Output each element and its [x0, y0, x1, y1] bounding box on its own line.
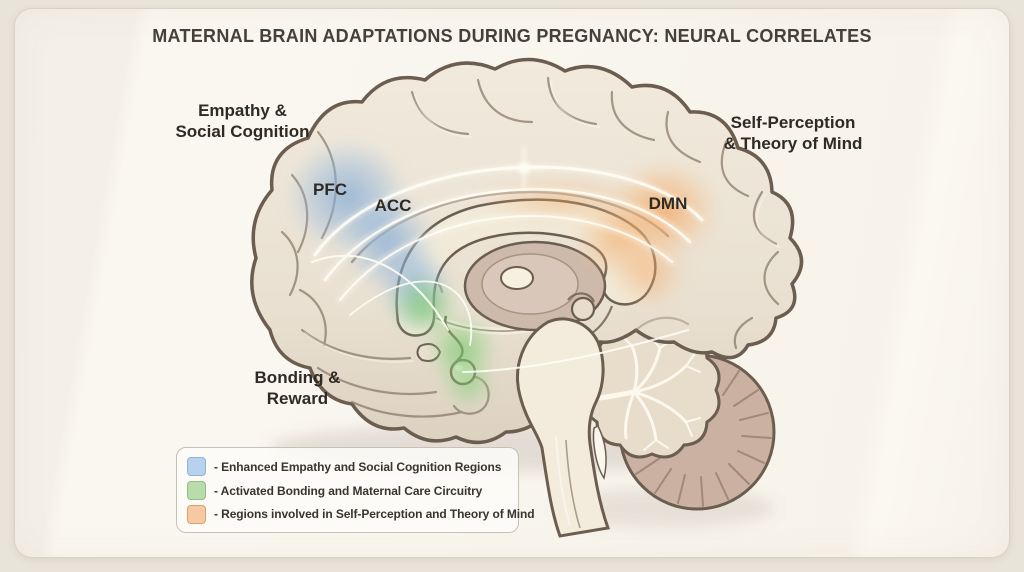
- legend-swatch-blue: [187, 457, 206, 477]
- arbor-vitae: [597, 335, 701, 451]
- legend-swatch-orange: [187, 504, 206, 524]
- legend-item-empathy: - Enhanced Empathy and Social Cognition …: [187, 455, 508, 479]
- label-pfc: PFC: [313, 180, 347, 199]
- legend-label: - Enhanced Empathy and Social Cognition …: [214, 459, 502, 474]
- interthalamic-adhesion: [500, 266, 534, 290]
- legend-swatch-green: [187, 481, 206, 500]
- label-acc: ACC: [374, 196, 412, 215]
- label-bonding-reward: Bonding & Reward: [254, 368, 341, 409]
- label-dmn: DMN: [648, 194, 688, 213]
- legend-label: - Activated Bonding and Maternal Care Ci…: [214, 483, 483, 498]
- label-empathy-social-cognition: Empathy & Social Cognition: [175, 101, 310, 142]
- thalamus: [463, 240, 607, 332]
- legend-item-self-perception: - Regions involved in Self-Perception an…: [187, 502, 535, 526]
- legend-label: - Regions involved in Self-Perception an…: [214, 507, 535, 522]
- legend-item-bonding: - Activated Bonding and Maternal Care Ci…: [187, 479, 508, 503]
- region-glow-dmn: [475, 158, 722, 312]
- diagram-title: MATERNAL BRAIN ADAPTATIONS DURING PREGNA…: [152, 26, 872, 46]
- legend-box: - Enhanced Empathy and Social Cognition …: [176, 447, 535, 533]
- gyri-highlights: [304, 80, 780, 363]
- pathway-streaks: [311, 146, 706, 373]
- brainstem: [516, 317, 611, 538]
- cerebellum: [583, 321, 776, 511]
- fourth-ventricle: [592, 424, 607, 480]
- glint: [502, 146, 546, 190]
- label-self-perception: Self-Perception & Theory of Mind: [723, 113, 863, 154]
